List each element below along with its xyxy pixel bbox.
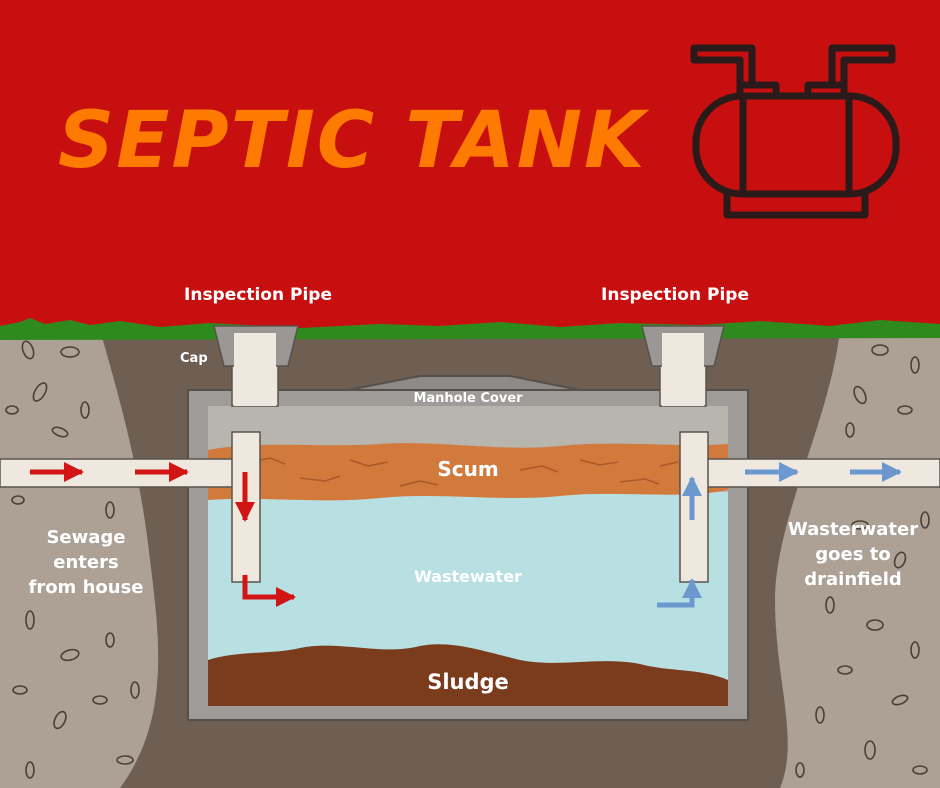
manhole-cover xyxy=(347,375,581,391)
outlet-caption-line-3: drainfield xyxy=(804,569,902,590)
sludge-layer xyxy=(208,644,728,706)
page-title: SEPTIC TANK xyxy=(58,96,650,186)
inspection-pipe-left-label: Inspection Pipe xyxy=(184,285,332,305)
outflow-arrow-icon xyxy=(657,462,902,608)
sludge-label: Sludge xyxy=(427,670,509,694)
inspection-pipe-right-label: Inspection Pipe xyxy=(601,285,749,305)
septic-tank-icon xyxy=(690,44,900,219)
inflow-arrow-icon xyxy=(30,462,296,607)
scum-layer xyxy=(208,443,728,501)
inlet-caption: Sewage enters from house xyxy=(28,527,143,598)
outlet-caption-line-2: goes to xyxy=(815,544,890,565)
wastewater-label: Wastewater xyxy=(414,567,522,586)
inspection-pipe-left-body xyxy=(234,333,276,406)
scum-label: Scum xyxy=(437,457,498,481)
manhole-cover-label: Manhole Cover xyxy=(413,391,523,406)
outlet-pipe xyxy=(679,458,940,488)
outlet-caption-line-1: Wasterwater xyxy=(788,519,918,540)
inlet-caption-line-2: enters xyxy=(53,552,118,573)
inspection-pipe-right-body xyxy=(662,333,704,406)
cap-label: Cap xyxy=(180,351,208,366)
inlet-caption-line-3: from house xyxy=(28,577,143,598)
gravel-pebbles xyxy=(5,340,930,779)
outlet-caption: Wasterwater goes to drainfield xyxy=(788,519,918,590)
inlet-caption-line-1: Sewage xyxy=(46,527,125,548)
header-background xyxy=(0,0,940,335)
